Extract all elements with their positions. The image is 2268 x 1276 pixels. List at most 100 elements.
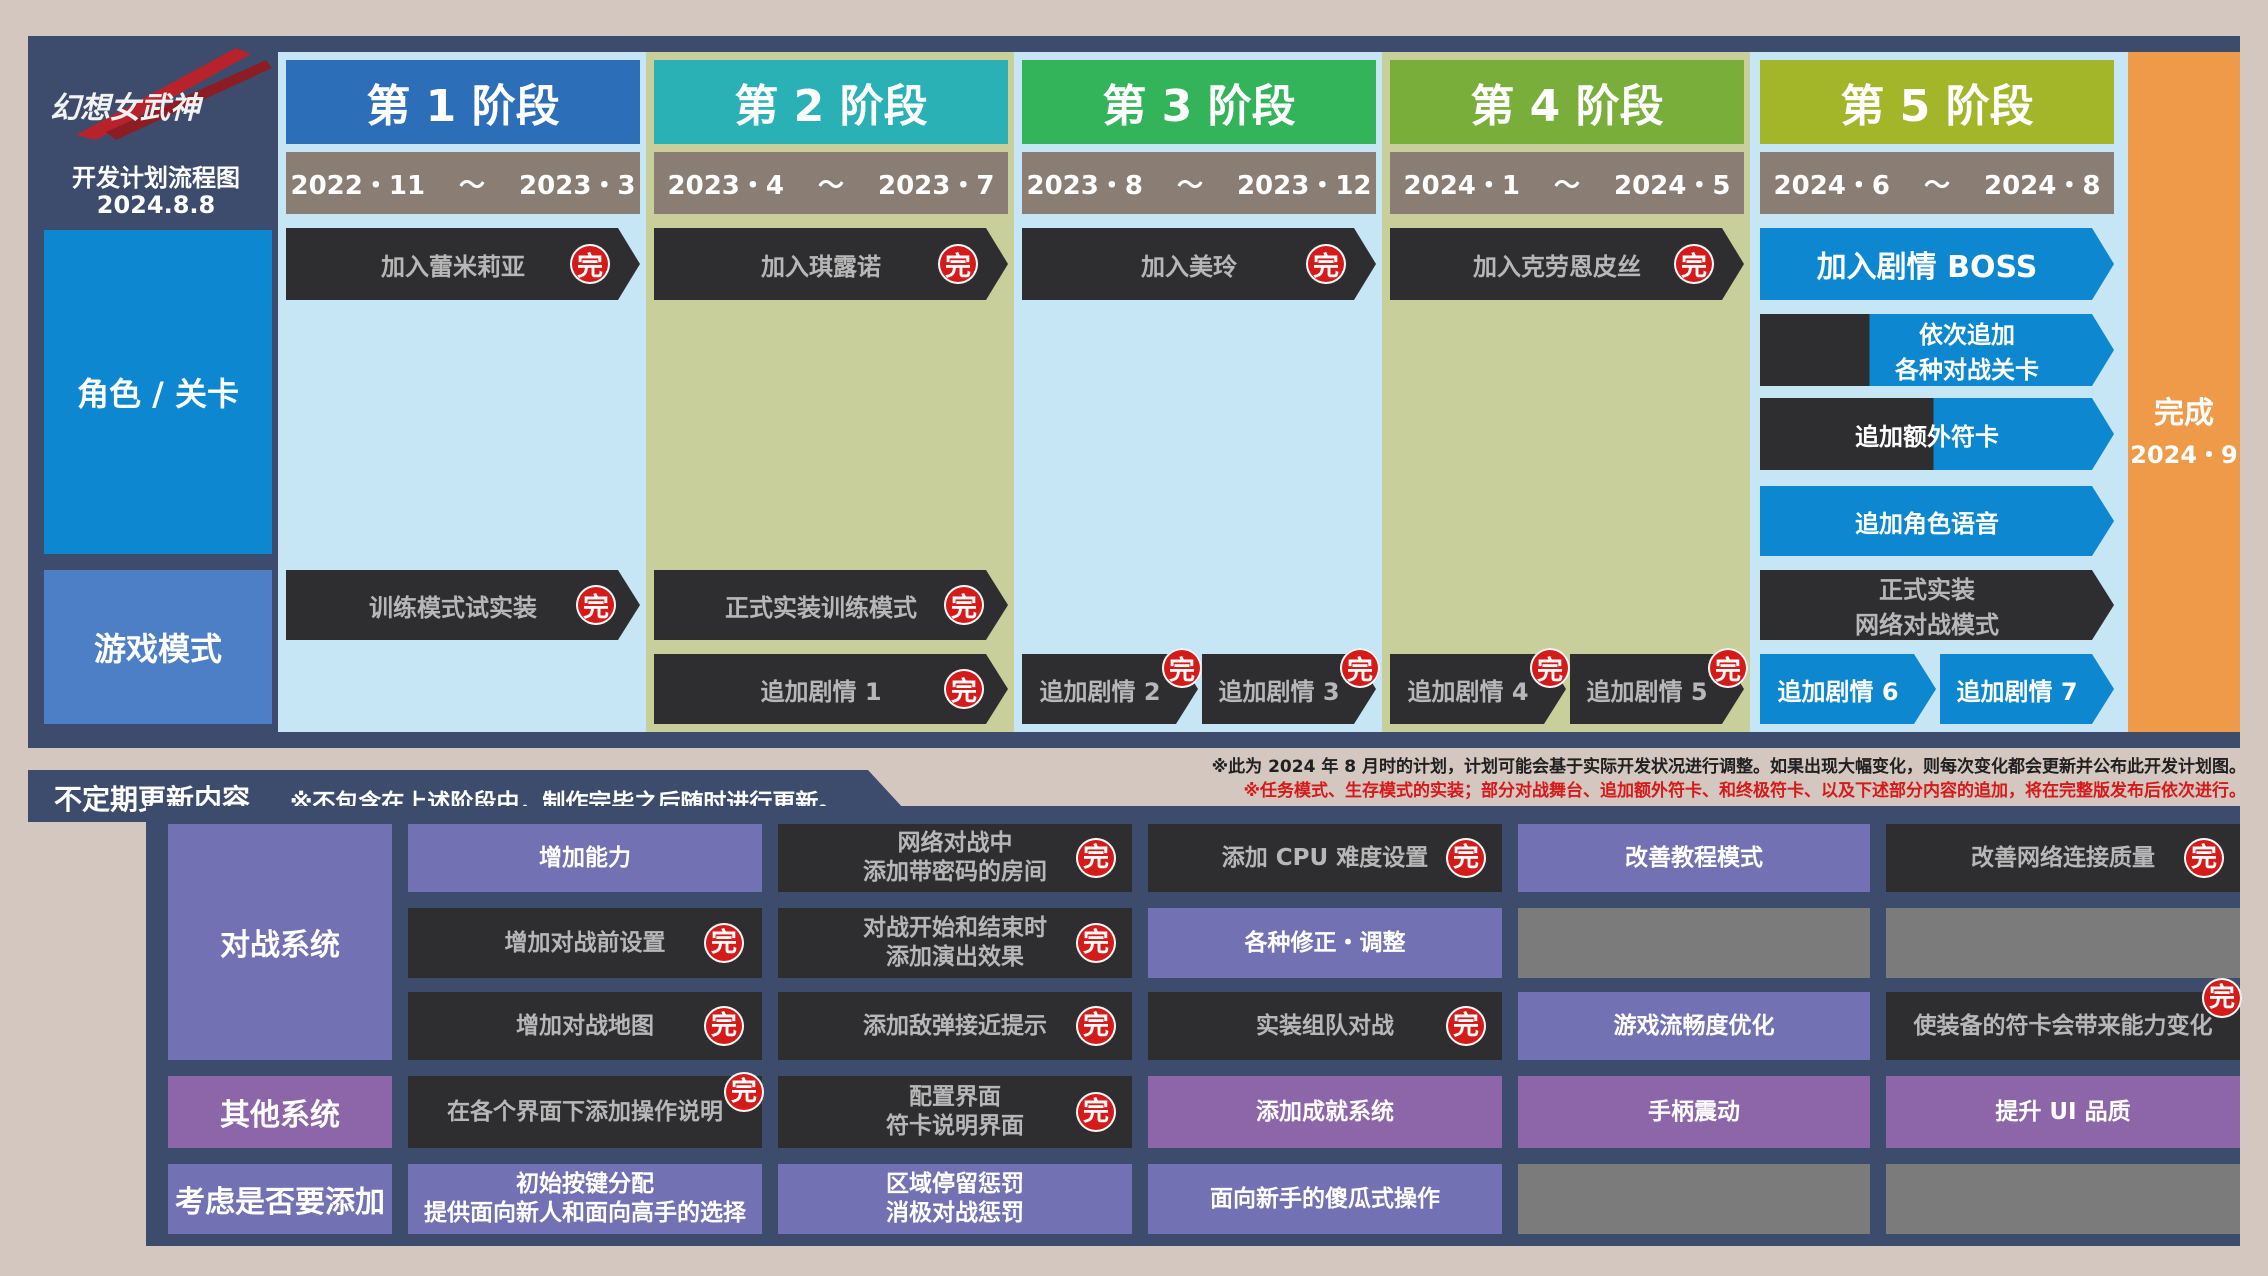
update-operation-guide: 在各个界面下添加操作说明完 [408,1072,764,1148]
update-label-line1: 区域停留惩罚 [886,1171,1024,1198]
done-stamp: 完 [1076,923,1116,963]
done-stamp: 完 [1076,1006,1116,1046]
done-stamp: 完 [724,1072,764,1112]
range-sep: ～ [1553,170,1580,201]
stage-1-end: 2023・3 [519,170,636,201]
update-cpu-difficulty: 添加 CPU 难度设置完 [1148,824,1502,892]
done-stamp: 完 [944,585,984,625]
stage-4-dates: 2024・1～2024・5 [1390,152,1744,214]
update-fixes-adjustments: 各种修正・调整 [1148,908,1502,978]
stage-4-header: 第 4 阶段 [1390,60,1744,144]
task-label: 追加剧情 4 [1407,677,1529,706]
task-add-story-boss: 加入剧情 BOSS [1760,228,2114,300]
task-label: 训练模式试实装 [369,593,537,622]
chart-title: 开发计划流程图 [72,163,240,192]
task-label: 追加剧情 5 [1586,677,1708,706]
task-label: 加入琪露诺 [761,252,881,281]
update-label-line1: 对战开始和结束时 [863,915,1047,942]
done-stamp: 完 [2202,978,2242,1018]
row-label-characters: 角色 / 关卡 [44,230,272,554]
stage-1-header: 第 1 阶段 [286,60,640,144]
update-battle-maps: 增加对战地图完 [408,992,762,1060]
update-label-line2: 添加带密码的房间 [863,859,1047,885]
game-logo-icon: 幻想女武神 [50,48,272,140]
stage-4-end: 2024・5 [1614,170,1731,201]
update-controller-rumble: 手柄震动 [1518,1076,1870,1148]
stage-5-start: 2024・6 [1773,170,1890,201]
done-stamp: 完 [1162,648,1202,688]
task-training-mode-trial: 训练模式试实装完 [286,570,640,640]
update-network-quality: 改善网络连接质量完 [1886,824,2240,892]
task-label-line1: 依次追加 [1919,321,2015,349]
completion-date: 2024・9 [2130,440,2238,469]
update-label-line1: 网络对战中 [897,830,1013,857]
completion-column [2128,52,2240,732]
update-empty-slot [1518,908,1870,978]
update-achievements: 添加成就系统 [1148,1076,1502,1148]
task-add-extra-spellcards: 追加额外符卡 [1760,398,2114,470]
note-post-release: ※任务模式、生存模式的实装；部分对战舞台、追加额外符卡、和终极符卡、以及下述部分… [1243,781,2246,801]
chart-date: 2024.8.8 [96,191,216,219]
done-stamp: 完 [1708,648,1748,688]
task-label: 追加剧情 3 [1218,677,1340,706]
done-stamp: 完 [1340,648,1380,688]
task-label: 追加剧情 1 [760,677,882,706]
update-tutorial-mode: 改善教程模式 [1518,824,1870,892]
task-label: 正式实装训练模式 [725,593,917,622]
done-stamp: 完 [1674,244,1714,284]
done-stamp: 完 [2184,838,2224,878]
done-stamp: 完 [1076,1092,1116,1132]
update-team-battle: 实装组队对战完 [1148,992,1502,1060]
stage-3-end: 2023・12 [1236,170,1372,201]
update-empty-slot [1886,1164,2240,1234]
stage-2-end: 2023・7 [878,170,995,201]
task-online-battle-release: 正式实装网络对战模式 [1760,570,2114,640]
task-label: 加入剧情 BOSS [1816,250,2038,285]
update-label-line1: 初始按键分配 [516,1171,654,1198]
task-story-7: 追加剧情 7 [1940,654,2114,724]
update-label: 在各个界面下添加操作说明 [447,1098,723,1125]
task-add-clownpiece: 加入克劳恩皮丝 完 [1390,228,1744,300]
update-key-mapping: 初始按键分配提供面向新人和面向高手的选择 [408,1164,762,1234]
range-sep: ～ [1923,170,1950,201]
stage-3-header: 第 3 阶段 [1022,60,1376,144]
note-plan-disclaimer: ※此为 2024 年 8 月时的计划，计划可能会基于实际开发状况进行调整。如果出… [1211,757,2246,777]
done-stamp: 完 [938,244,978,284]
done-stamp: 完 [1530,648,1570,688]
done-stamp: 完 [570,244,610,284]
done-stamp: 完 [1446,1006,1486,1046]
update-label: 使装备的符卡会带来能力变化 [1913,1012,2213,1039]
update-label-line1: 配置界面 [909,1084,1001,1111]
stage-1-dates: 2022・11～2023・3 [286,152,640,214]
update-label-line2: 添加演出效果 [886,944,1024,970]
stage-5-header: 第 5 阶段 [1760,60,2114,144]
update-label: 增加对战地图 [516,1012,654,1039]
task-label: 追加剧情 7 [1956,677,2078,706]
done-stamp: 完 [944,669,984,709]
task-add-character-voice: 追加角色语音 [1760,486,2114,556]
range-sep: ～ [1176,170,1203,201]
done-stamp: 完 [1446,838,1486,878]
task-label: 加入美玲 [1141,252,1237,281]
stage-5-dates: 2024・6～2024・8 [1760,152,2114,214]
task-add-remilia: 加入蕾米莉亚完 [286,228,640,300]
stage-3-start: 2023・8 [1026,170,1143,201]
update-password-rooms: 网络对战中添加带密码的房间完 [778,824,1132,892]
completion-label: 完成 [2154,396,2214,431]
update-pre-battle-settings: 增加对战前设置完 [408,908,762,978]
update-penalties: 区域停留惩罚消极对战惩罚 [778,1164,1132,1234]
update-label-line2: 提供面向新人和面向高手的选择 [424,1200,746,1226]
task-label-line2: 各种对战关卡 [1895,356,2039,384]
range-sep: ～ [459,170,486,201]
task-story-6: 追加剧情 6 [1760,654,1936,724]
update-spellcard-abilities: 使装备的符卡会带来能力变化完 [1886,978,2242,1060]
category-consider: 考虑是否要添加 [168,1164,392,1234]
range-sep: ～ [817,170,844,201]
update-smoothness: 游戏流畅度优化 [1518,992,1870,1060]
stage-2-start: 2023・4 [667,170,784,201]
update-easy-controls: 面向新手的傻瓜式操作 [1148,1164,1502,1234]
category-battle: 对战系统 [168,824,392,1060]
task-label: 加入克劳恩皮丝 [1473,252,1641,281]
task-add-meiling: 加入美玲完 [1022,228,1376,300]
